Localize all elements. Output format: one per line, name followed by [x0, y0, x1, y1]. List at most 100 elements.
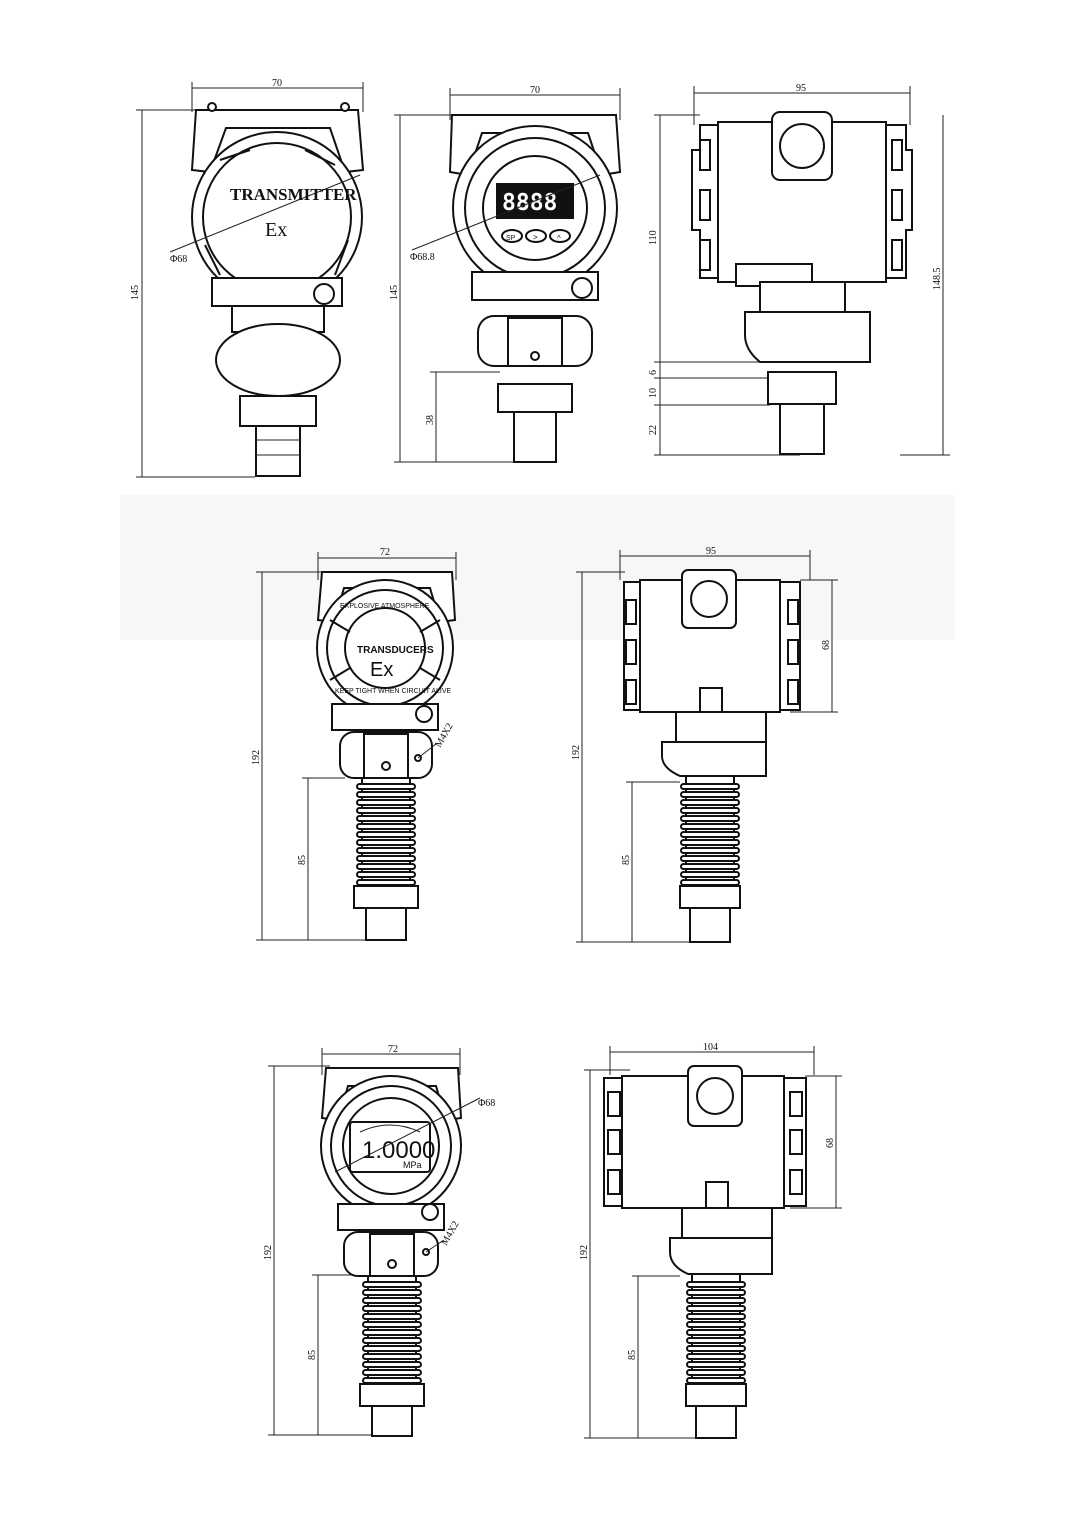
cooling-fin	[356, 855, 416, 862]
dim-b-diameter: Φ68.8	[410, 252, 435, 263]
dim-c-body: 110	[648, 230, 659, 245]
cooling-fin	[680, 863, 740, 870]
cooling-fin	[686, 1345, 746, 1352]
cooling-fin	[680, 783, 740, 790]
cooling-fin	[686, 1321, 746, 1328]
cooling-fin	[686, 1329, 746, 1336]
cooling-fin	[356, 847, 416, 854]
cooling-fin	[680, 823, 740, 830]
dim-c-width: 95	[796, 83, 806, 94]
view-b-front: 70 145 38 8888 SP > ^ Φ68.8	[389, 85, 622, 463]
cooling-fin	[686, 1313, 746, 1320]
cooling-fin	[362, 1305, 422, 1312]
dim-g-body: 68	[825, 1138, 836, 1148]
cooling-fin	[356, 791, 416, 798]
cooling-fin	[362, 1321, 422, 1328]
cooling-fins	[356, 783, 416, 886]
dim-c-d1: 6	[648, 370, 659, 375]
cooling-fins	[362, 1281, 422, 1384]
cooling-fin	[680, 871, 740, 878]
cooling-fin	[686, 1361, 746, 1368]
view-a-front: 70 145 Φ68 TRANSMITTER Ex	[130, 78, 365, 478]
cooling-fin	[362, 1337, 422, 1344]
dim-g-lower: 85	[627, 1350, 638, 1360]
cooling-fin	[362, 1313, 422, 1320]
cooling-fin	[362, 1329, 422, 1336]
view-f-front: 72 192 85 1.0000 MPa Φ68 M4X2	[263, 1044, 495, 1437]
dim-e-lower: 85	[621, 855, 632, 865]
dim-c-d2: 10	[648, 388, 659, 398]
cooling-fin	[680, 799, 740, 806]
dim-b-width: 70	[530, 85, 540, 96]
dim-a-diameter: Φ68	[170, 254, 187, 265]
cap-ex-text: Ex	[370, 659, 393, 681]
cap-mid-text: TRANSDUCERS	[357, 645, 434, 656]
cooling-fin	[362, 1289, 422, 1296]
dim-f-lower: 85	[307, 1350, 318, 1360]
cap-bottom-text: KEEP TIGHT WHEN CIRCUIT ALIVE	[335, 688, 452, 695]
cooling-fin	[356, 879, 416, 886]
cooling-fin	[686, 1353, 746, 1360]
cooling-fins	[680, 783, 740, 886]
cooling-fin	[362, 1353, 422, 1360]
cooling-fin	[356, 799, 416, 806]
label-ex: Ex	[265, 219, 287, 241]
btn-sp: SP	[506, 235, 516, 242]
cooling-fin	[356, 807, 416, 814]
view-e-side: 95 192 85 68	[571, 546, 838, 943]
cooling-fin	[356, 863, 416, 870]
dim-e-height: 192	[571, 745, 582, 760]
cooling-fin	[686, 1337, 746, 1344]
dim-e-width: 95	[706, 546, 716, 557]
btn-up: ^	[557, 234, 561, 243]
cooling-fin	[356, 871, 416, 878]
dim-d-width: 72	[380, 547, 390, 558]
cooling-fin	[680, 791, 740, 798]
background-band	[120, 495, 955, 640]
cooling-fin	[362, 1361, 422, 1368]
view-d-front: 72 192 85 EXPLOSIVE ATMOSPHERE TRANSDUCE…	[251, 547, 457, 941]
cooling-fin	[680, 847, 740, 854]
dim-f-width: 72	[388, 1044, 398, 1055]
cooling-fin	[686, 1297, 746, 1304]
cooling-fin	[680, 855, 740, 862]
dim-g-height: 192	[579, 1245, 590, 1260]
cooling-fin	[356, 815, 416, 822]
dim-f-height: 192	[263, 1245, 274, 1260]
cooling-fin	[362, 1369, 422, 1376]
cooling-fin	[680, 879, 740, 886]
cooling-fin	[686, 1289, 746, 1296]
cooling-fin	[356, 823, 416, 830]
dim-a-width: 70	[272, 78, 282, 89]
dim-c-d3: 22	[648, 425, 659, 435]
view-g-side: 104 192 85 68	[579, 1042, 842, 1439]
dim-d-lower: 85	[297, 855, 308, 865]
cooling-fin	[680, 839, 740, 846]
dim-b-lower: 38	[425, 415, 436, 425]
cooling-fin	[362, 1297, 422, 1304]
dim-c-total: 148.5	[932, 268, 943, 291]
cooling-fin	[686, 1369, 746, 1376]
dim-f-diameter: Φ68	[478, 1098, 495, 1109]
dim-e-body: 68	[821, 640, 832, 650]
cooling-fin	[680, 807, 740, 814]
cooling-fin	[362, 1377, 422, 1384]
lcd-reading: 1.0000	[362, 1137, 435, 1164]
view-c-side: 95 110 148.5 6 10 22	[648, 83, 950, 456]
cap-top-text: EXPLOSIVE ATMOSPHERE	[340, 603, 430, 610]
cooling-fin	[686, 1377, 746, 1384]
dim-d-height: 192	[251, 750, 262, 765]
lcd-unit: MPa	[403, 1160, 422, 1170]
cooling-fins	[686, 1281, 746, 1384]
cooling-fin	[362, 1281, 422, 1288]
cooling-fin	[356, 831, 416, 838]
cooling-fin	[686, 1305, 746, 1312]
label-transmitter: TRANSMITTER	[230, 185, 357, 204]
btn-right: >	[533, 233, 538, 242]
cooling-fin	[356, 783, 416, 790]
dim-a-height: 145	[130, 285, 141, 300]
cooling-fin	[356, 839, 416, 846]
cooling-fin	[686, 1281, 746, 1288]
